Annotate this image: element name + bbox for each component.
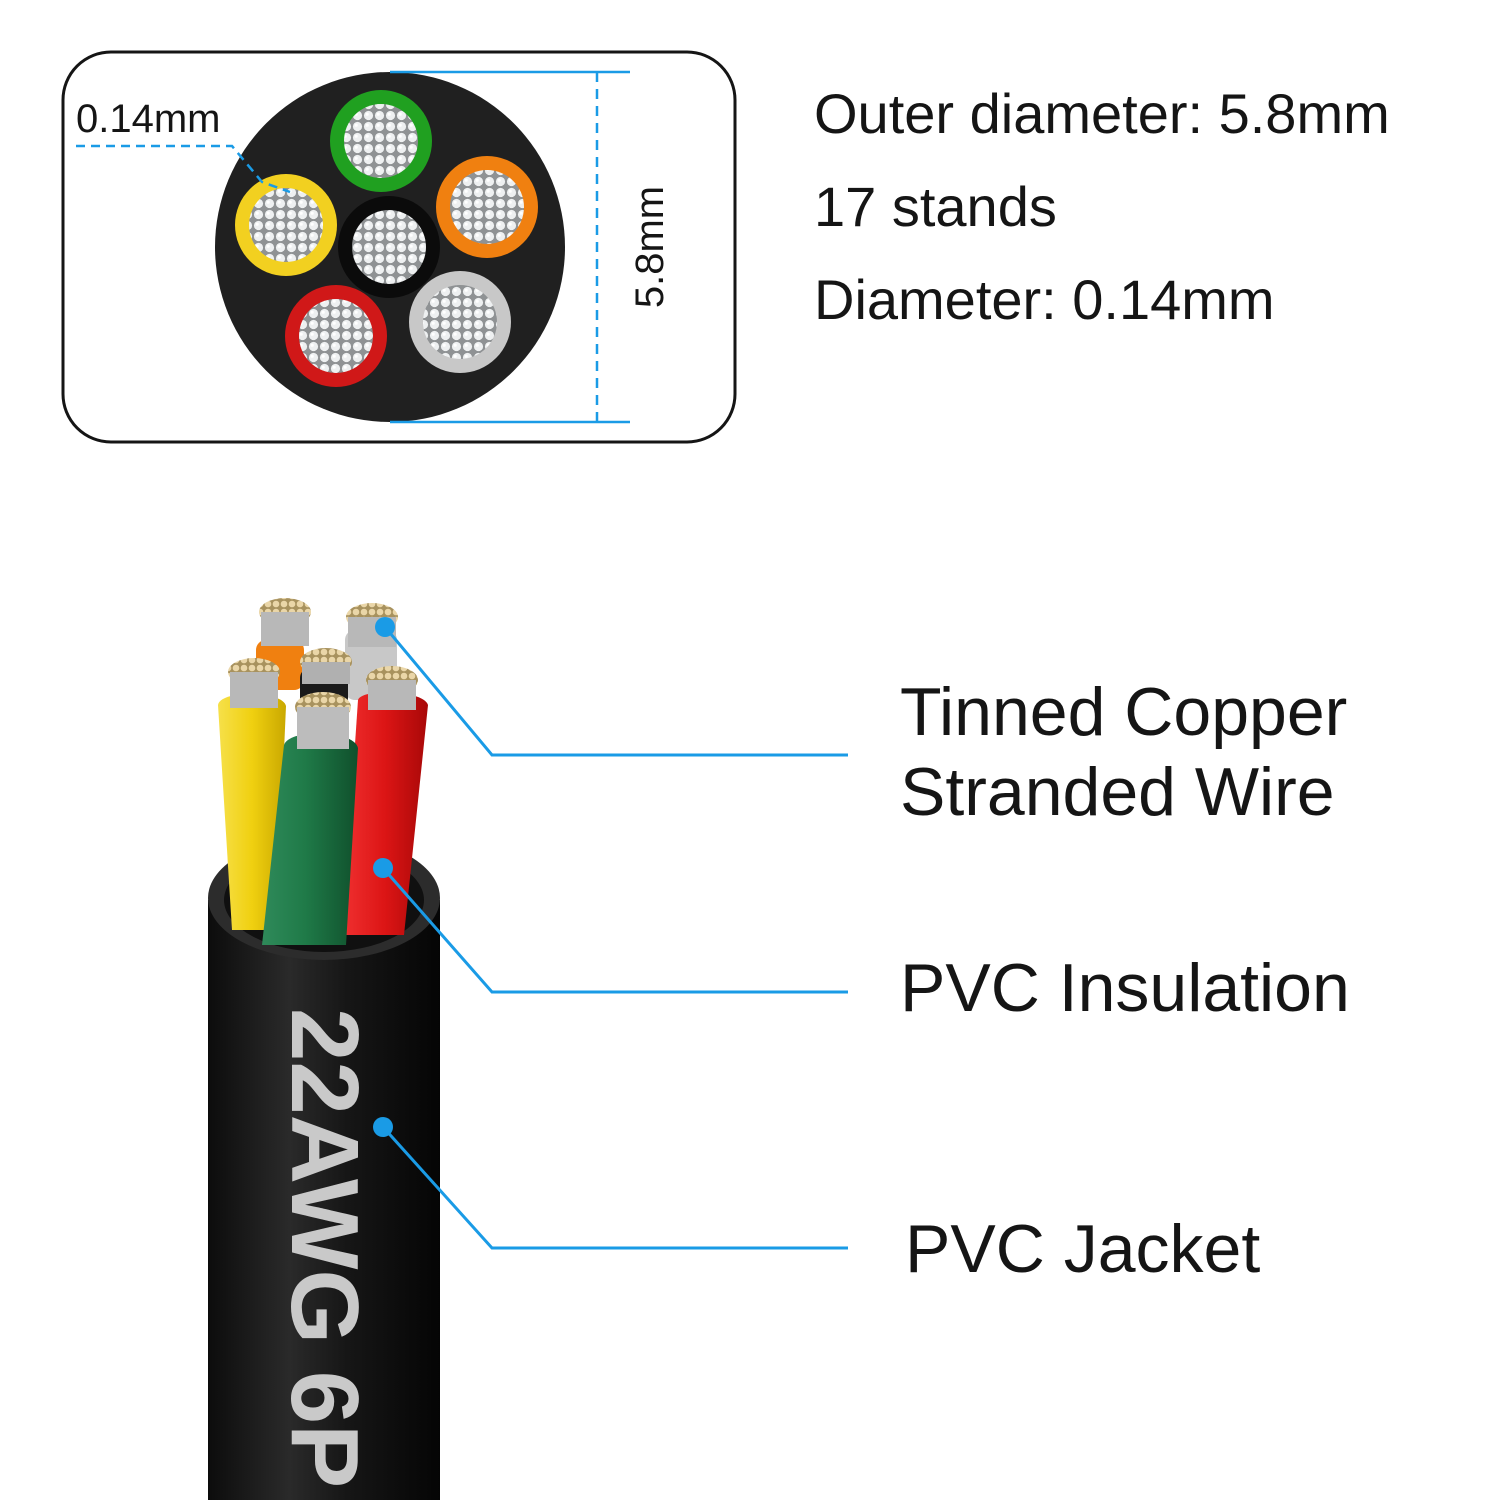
spec-strand-diameter: Diameter: 0.14mm: [814, 268, 1275, 331]
jacket-print: 22AWG 6P: [271, 1008, 378, 1488]
spec-outer-diameter: Outer diameter: 5.8mm: [814, 82, 1390, 145]
cable-illustration-icon: 22AWG 6P: [208, 598, 440, 1500]
callout-conductor: [375, 617, 848, 757]
label-conductor-line1: Tinned Copper: [900, 674, 1348, 750]
label-insulation: PVC Insulation: [900, 950, 1350, 1026]
label-jacket: PVC Jacket: [905, 1211, 1261, 1287]
strand-diameter-leader: [76, 144, 291, 194]
label-conductor: Tinned Copper Stranded Wire: [900, 672, 1347, 832]
label-conductor-line2: Stranded Wire: [900, 754, 1335, 830]
spec-strand-count: 17 stands: [814, 175, 1057, 238]
callout-jacket: [373, 1117, 848, 1250]
strand-diameter-label: 0.14mm: [76, 97, 221, 141]
cable-cross-section-icon: [215, 72, 565, 422]
outer-diameter-label: 5.8mm: [628, 186, 672, 308]
outer-diameter-dimension: [390, 70, 630, 424]
callout-insulation: [373, 858, 848, 994]
